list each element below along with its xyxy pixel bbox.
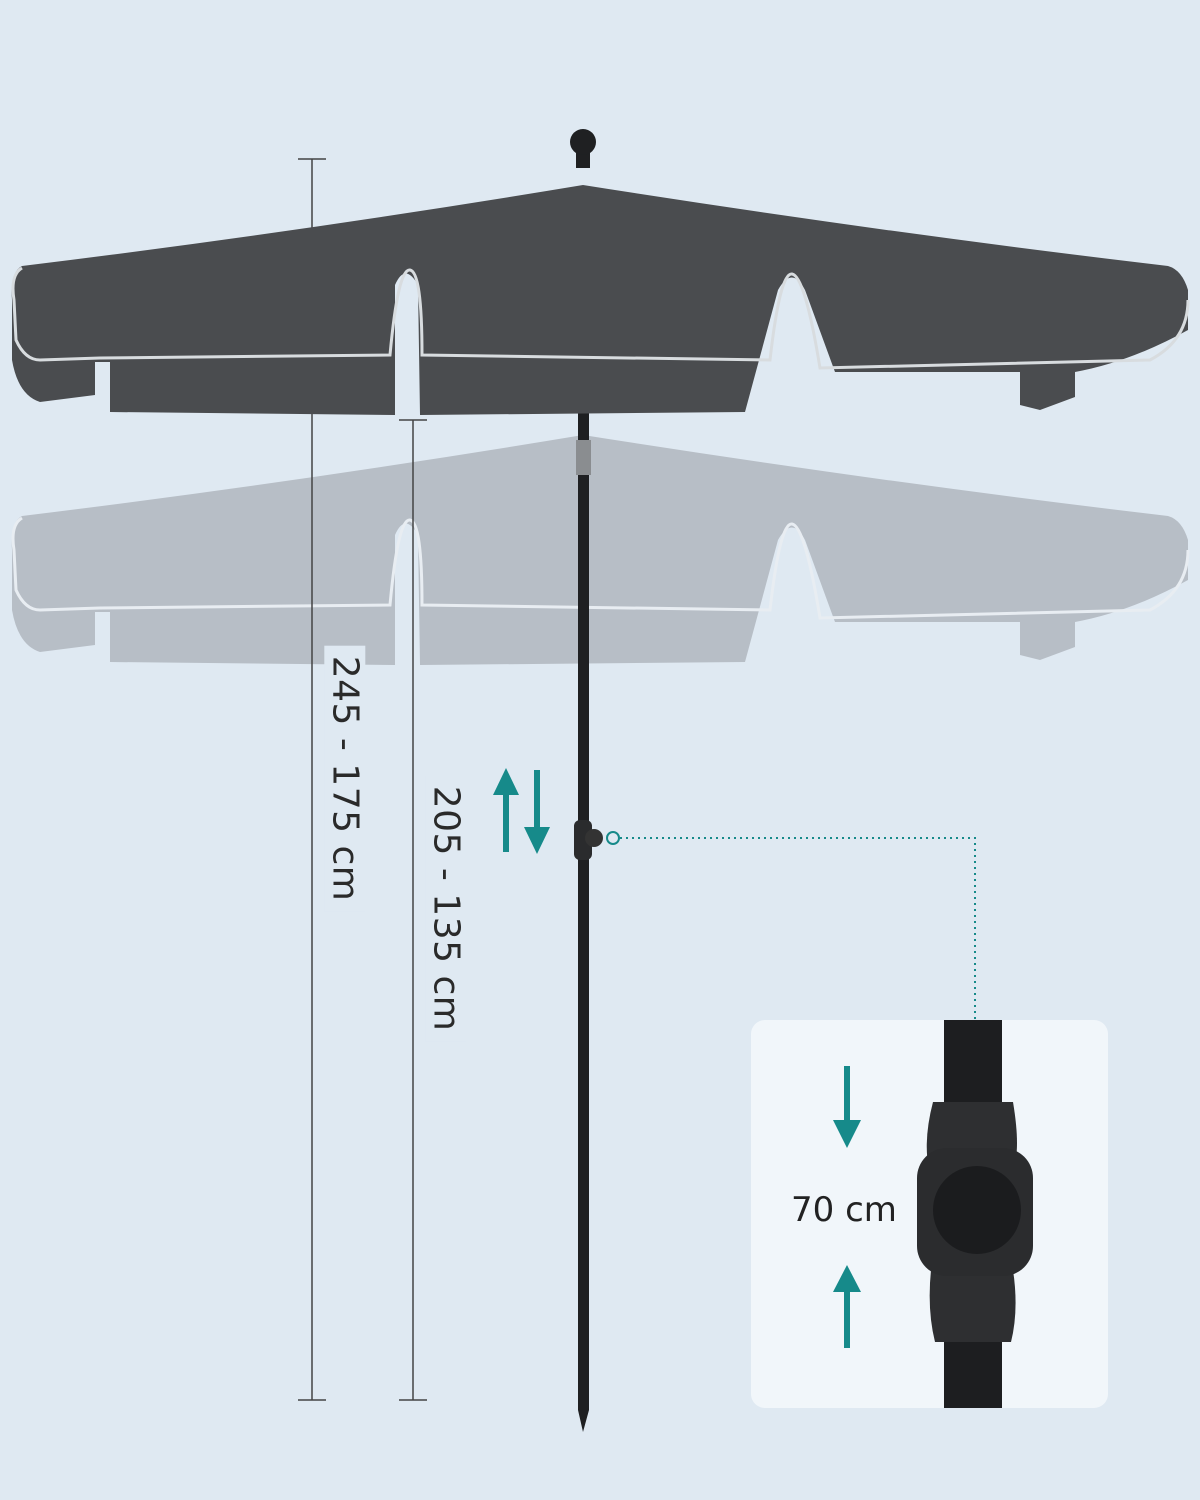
raised-umbrella-canopy	[11, 129, 1190, 415]
callout-dotted-line	[620, 837, 976, 1020]
finial-knob	[570, 129, 596, 155]
lowered-height-label: 205 - 135 cm	[425, 775, 467, 1042]
tilt-button	[933, 1166, 1021, 1254]
tilt-mechanism-detail-inset: 70 cm	[751, 1020, 1108, 1408]
dimension-line-lowered	[399, 419, 427, 1401]
total-height-label: 245 - 175 cm	[324, 645, 366, 912]
lowered-umbrella-ghost	[11, 435, 1190, 665]
umbrella-pole	[574, 375, 603, 1432]
height-adjust-arrows-icon	[493, 768, 550, 854]
tilt-height-label: 70 cm	[791, 1190, 897, 1230]
